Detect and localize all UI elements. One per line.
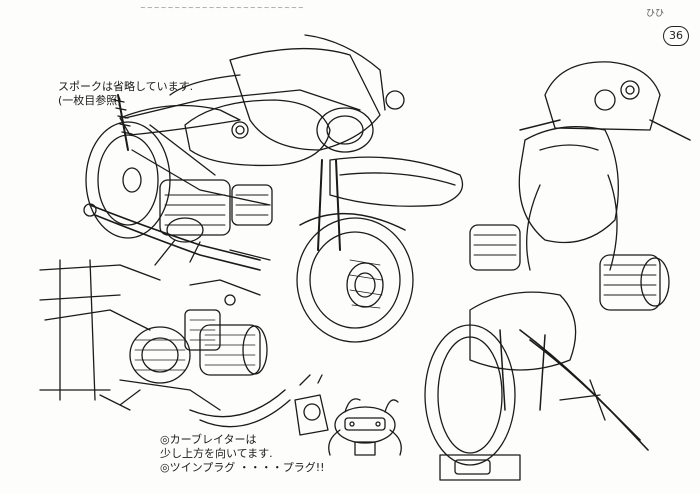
headlight: [316, 107, 374, 153]
engine-block: [159, 179, 231, 236]
page-number-badge: 36: [663, 26, 689, 46]
windscreen: [544, 61, 661, 131]
engine-detail-drawing: [39, 259, 291, 428]
twin-plug-detail-drawing: [294, 374, 402, 456]
front-hub: [346, 262, 384, 308]
corner-mark: ひひ: [646, 9, 665, 19]
spokes-note-line-1: スポークは省略しています.: [58, 80, 194, 93]
rear-seat: [469, 291, 577, 371]
carburetor-note-line-1: ◎カーブレイターは: [160, 433, 257, 446]
spokes-note: スポークは省略しています. (一枚目参照): [58, 80, 193, 108]
motorcycle-front-drawing: [83, 34, 464, 343]
carburetor-note-line-2: 少し上方を向いてます.: [160, 447, 273, 460]
right-cylinder: [599, 254, 661, 311]
detail-cylinder-head: [129, 326, 191, 384]
rear-view-tank: [518, 126, 619, 244]
carburetor-note: ◎カーブレイターは 少し上方を向いてます. ◎ツインプラグ ・・・・プラグ!!: [160, 433, 325, 475]
front-fairing: [229, 47, 381, 151]
carburetor-note-line-3: ◎ツインプラグ ・・・・プラグ!!: [160, 461, 325, 474]
front-rim: [309, 231, 401, 329]
left-cylinder: [469, 224, 521, 271]
front-tyre: [296, 217, 414, 343]
plug-head-cover: [334, 406, 396, 444]
rear-rim: [97, 134, 159, 226]
detail-cylinder: [199, 324, 261, 376]
motorcycle-rear-drawing: [424, 61, 691, 481]
header-scribble: ~~~~~~~~~~~~~~~~~~~~~~~~: [140, 4, 305, 12]
fuel-tank: [184, 99, 331, 167]
rear-view-tyre: [424, 324, 516, 466]
spokes-note-line-2: (一枚目参照): [58, 94, 122, 107]
carburetor: [184, 309, 221, 351]
